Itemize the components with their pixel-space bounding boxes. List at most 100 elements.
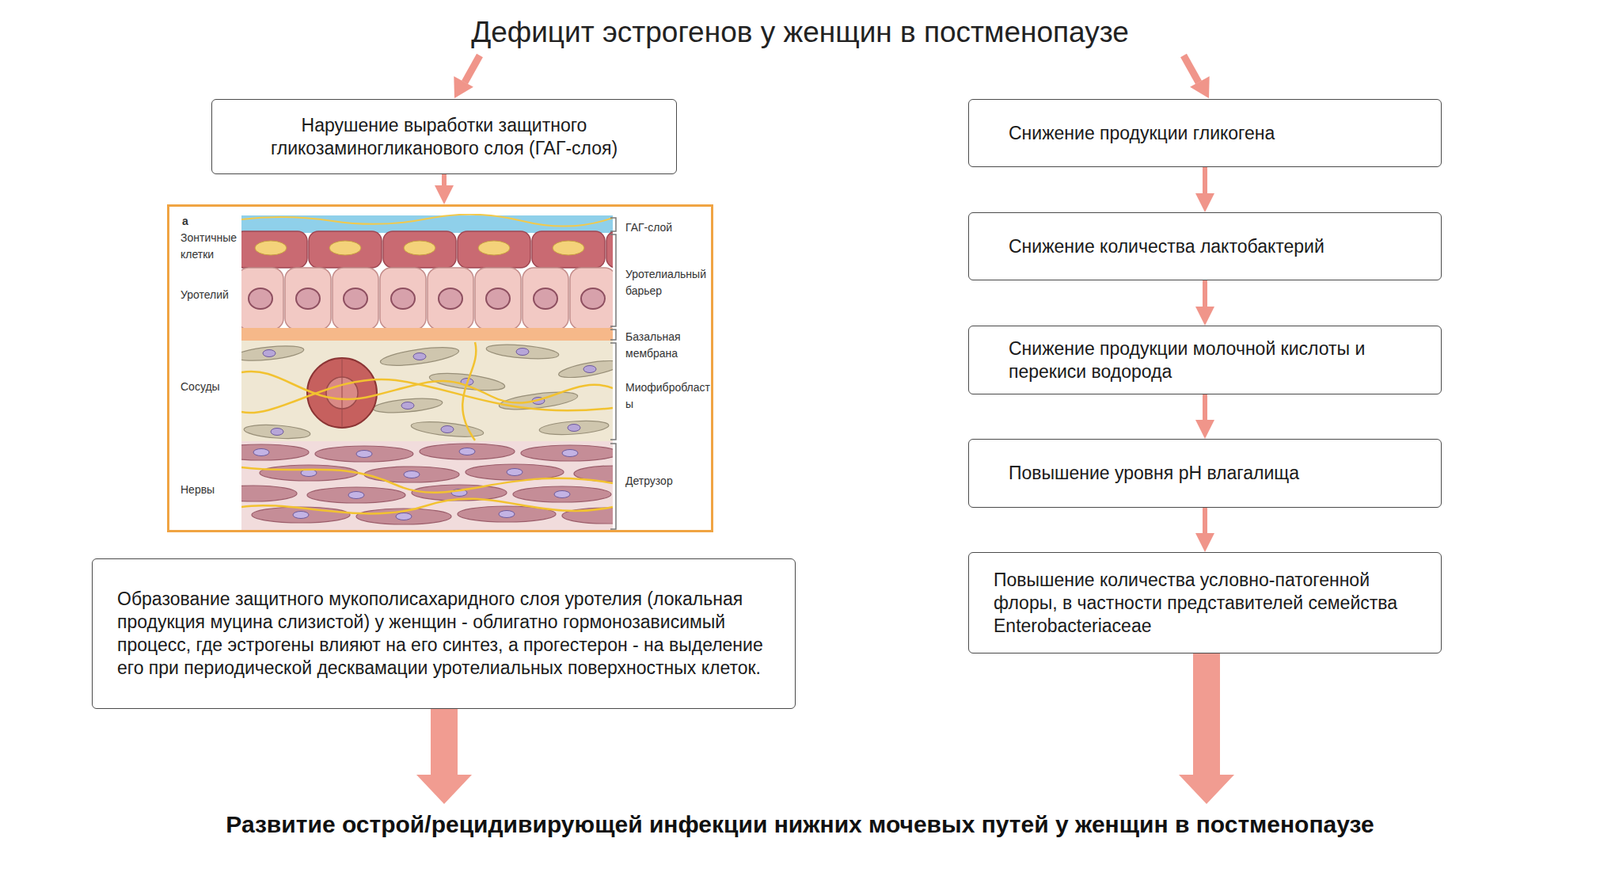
fibroblast-part	[557, 357, 613, 381]
process-box: Нарушение выработки защитного гликозамин…	[211, 98, 677, 175]
bladder-wall-illustration-part	[241, 340, 613, 441]
process-box: Снижение продукции гликогена	[968, 98, 1442, 168]
urothelial-cell-part	[241, 267, 284, 330]
bladder-wall-illustration-part	[241, 214, 613, 227]
layer-bracket-part	[610, 342, 616, 440]
urothelial-nucleus-part	[486, 288, 510, 309]
fibroblast	[241, 342, 613, 441]
layer-bracket-part	[610, 217, 616, 232]
layer-bracket-part	[610, 234, 616, 327]
fibroblast-nucleus-part	[567, 424, 581, 432]
fibroblast-part	[243, 422, 312, 441]
muscle-nucleus-part	[348, 491, 365, 499]
title-arrow-part	[1183, 55, 1199, 83]
process-box: Снижение количества лактобактерий	[968, 212, 1442, 281]
umbrella-nucleus-part	[552, 240, 585, 255]
umbrella-cell-part	[308, 231, 382, 268]
muscle-cell-part	[241, 444, 309, 460]
box-text: Повышение уровня pH влагалища	[1008, 461, 1422, 485]
layer-bracket-part	[610, 329, 616, 340]
bladder-wall-illustration	[241, 213, 613, 531]
figure-label: Миофибробласты	[625, 379, 711, 413]
urothelial-cell-part	[332, 267, 379, 330]
umbrella-nucleus-part	[403, 240, 436, 255]
muscle-cell-part	[241, 485, 297, 502]
fibroblast-part	[379, 343, 460, 369]
process-box: Повышение уровня pH влагалища	[968, 438, 1442, 508]
urothelial-nucleus-part	[248, 288, 273, 309]
fibroblast-nucleus-part	[583, 365, 597, 373]
title-arrow-part	[1189, 76, 1210, 99]
diagram-title: Дефицит эстрогенов у женщин в постменопа…	[0, 14, 1600, 51]
figure-label: Нервы	[180, 481, 241, 498]
figure-label: ГАГ-слой	[625, 219, 711, 236]
urothelial-cell-part	[380, 267, 426, 330]
fibroblast-part	[539, 418, 610, 437]
figure-label: Зонтичные клетки	[180, 229, 241, 263]
layer-bracket	[610, 217, 616, 529]
fibroblast-nucleus-part	[270, 428, 284, 436]
result-arrow-part	[430, 704, 458, 776]
flow-arrow	[1202, 507, 1208, 540]
urothelial-cell-part	[285, 267, 331, 330]
fibroblast-part	[241, 342, 305, 363]
urothelial-cell-part	[427, 267, 474, 330]
nerve-fiber-part	[241, 467, 613, 493]
nerve-fiber-part	[462, 342, 476, 441]
umbrella-cell-part	[241, 231, 308, 268]
fibroblast-nucleus-part	[262, 349, 276, 358]
urothelial-nucleus-part	[581, 288, 605, 309]
box-text: Снижение продукции молочной кислоты и пе…	[1008, 337, 1422, 384]
muscle-nucleus-part	[562, 449, 578, 457]
muscle-nucleus-part	[498, 510, 515, 518]
urothelial-nucleus-part	[533, 288, 558, 309]
muscle-nucleus-part	[403, 471, 420, 479]
muscle-nucleus-part	[253, 448, 270, 457]
nerve-fiber	[241, 342, 613, 514]
muscle-cell-part	[364, 466, 460, 483]
result-arrow-part	[1193, 649, 1220, 776]
umbrella-cell-part	[532, 231, 605, 268]
muscle-nucleus-part	[356, 450, 373, 458]
umbrella-nucleus-part	[254, 240, 287, 255]
urothelial-nucleus	[248, 288, 605, 309]
figure-label: Сосуды	[180, 378, 241, 396]
nerve-fiber-part	[241, 379, 613, 413]
box-text: Повышение количества условно-патогенной …	[993, 568, 1422, 638]
umbrella-cell-part	[383, 231, 457, 268]
result-arrow-part	[416, 774, 472, 804]
nerve-fiber-part	[241, 498, 613, 514]
figure-label: Базальная мембрана	[625, 328, 711, 362]
flow-arrow	[1202, 167, 1208, 200]
fibroblast-nucleus-part	[413, 353, 426, 361]
muscle-cell-part	[315, 445, 414, 462]
figure-label: Уротелий	[180, 286, 241, 304]
layer-bracket-part	[610, 443, 616, 529]
urothelial-nucleus-part	[391, 288, 415, 309]
umbrella-cell-part	[457, 231, 531, 268]
flow-arrow	[441, 174, 447, 192]
muscle-nucleus-part	[506, 468, 523, 476]
umbrella-nucleus-part	[478, 240, 510, 255]
umbrella-nucleus-part	[329, 240, 362, 255]
title-arrow-part	[453, 76, 474, 99]
fibroblast-nucleus-part	[516, 348, 529, 356]
urothelial-nucleus-part	[438, 288, 463, 309]
diagram-caption: Развитие острой/рецидивирующей инфекции …	[0, 809, 1600, 840]
urothelial-nucleus-part	[296, 288, 320, 309]
figure-frame: aЗонтичные клеткиУротелийСосудыНервыГАГ-…	[167, 204, 714, 533]
flow-arrow	[1202, 394, 1208, 426]
muscle-nucleus-part	[554, 490, 571, 498]
muscle-cell-part	[520, 444, 613, 461]
umbrella-cell	[241, 231, 613, 268]
figure-label: Детрузор	[625, 472, 711, 490]
muscle-cell-part	[307, 486, 406, 503]
bladder-wall-illustration-part	[241, 327, 613, 341]
fibroblast-nucleus-part	[401, 402, 415, 410]
title-arrow-part	[464, 55, 480, 83]
muscle-nucleus-part	[395, 513, 412, 521]
process-box: Повышение количества условно-патогенной …	[968, 551, 1442, 654]
fibroblast-part	[485, 342, 559, 362]
